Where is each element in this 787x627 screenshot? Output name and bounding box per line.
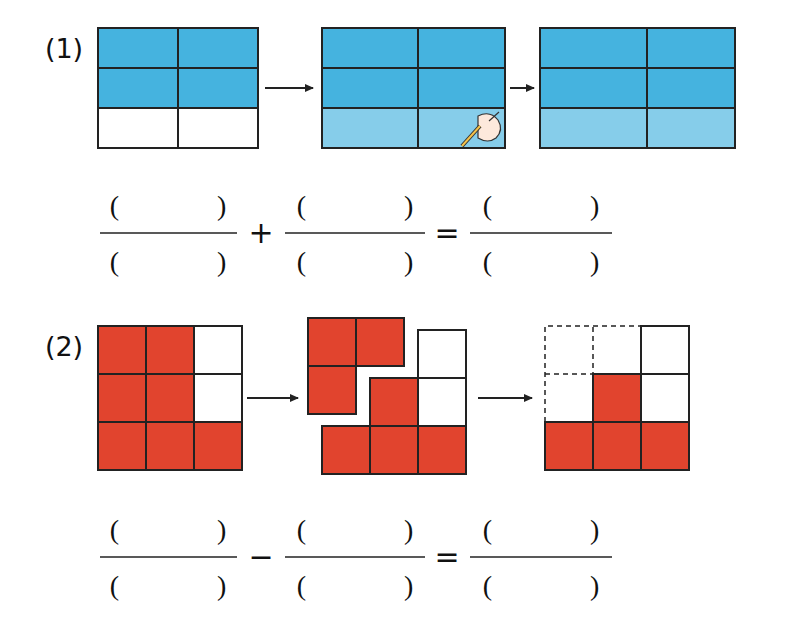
cut-piece <box>308 318 404 414</box>
blank-numerator: ( ) <box>483 516 600 544</box>
blank-numerator: ( ) <box>110 516 227 544</box>
equals-sign: = <box>434 542 459 572</box>
grid-a <box>98 28 258 148</box>
grid-c <box>540 28 735 148</box>
blank-numerator: ( ) <box>483 192 600 220</box>
arrow <box>510 87 534 89</box>
grid-2c <box>545 326 689 470</box>
arrow <box>265 87 313 89</box>
fraction-bar <box>100 556 612 558</box>
pencil-hand <box>462 112 501 146</box>
blank-denominator: ( ) <box>110 572 227 600</box>
operator-sign: − <box>248 542 273 572</box>
blank-denominator: ( ) <box>483 248 600 276</box>
arrow <box>478 397 532 399</box>
blank-denominator: ( ) <box>483 572 600 600</box>
problem-number: (2) <box>45 333 83 360</box>
blank-numerator: ( ) <box>297 516 414 544</box>
blank-denominator: ( ) <box>110 248 227 276</box>
blank-numerator: ( ) <box>110 192 227 220</box>
operator-sign: + <box>248 218 273 248</box>
blank-denominator: ( ) <box>297 572 414 600</box>
fraction-bar <box>100 232 612 234</box>
equals-sign: = <box>434 218 459 248</box>
grid-2a <box>98 326 242 470</box>
grid-b <box>322 28 505 148</box>
arrow <box>247 397 298 399</box>
problem-number: (1) <box>45 35 83 62</box>
blank-numerator: ( ) <box>297 192 414 220</box>
blank-denominator: ( ) <box>297 248 414 276</box>
